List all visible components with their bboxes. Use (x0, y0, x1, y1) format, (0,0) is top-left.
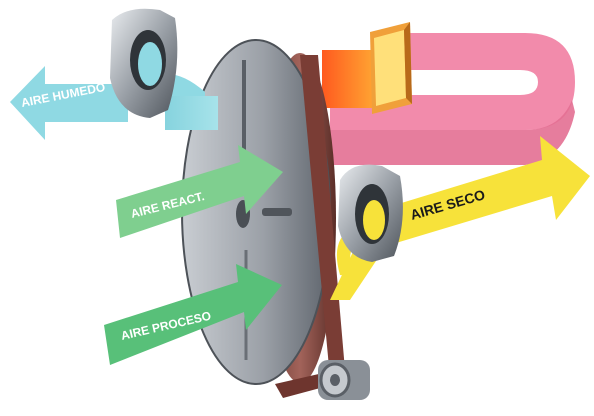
belt-motor (318, 360, 370, 400)
heater-box (370, 22, 412, 114)
dry-air-fan (338, 165, 403, 262)
humid-air-fan (110, 9, 177, 118)
